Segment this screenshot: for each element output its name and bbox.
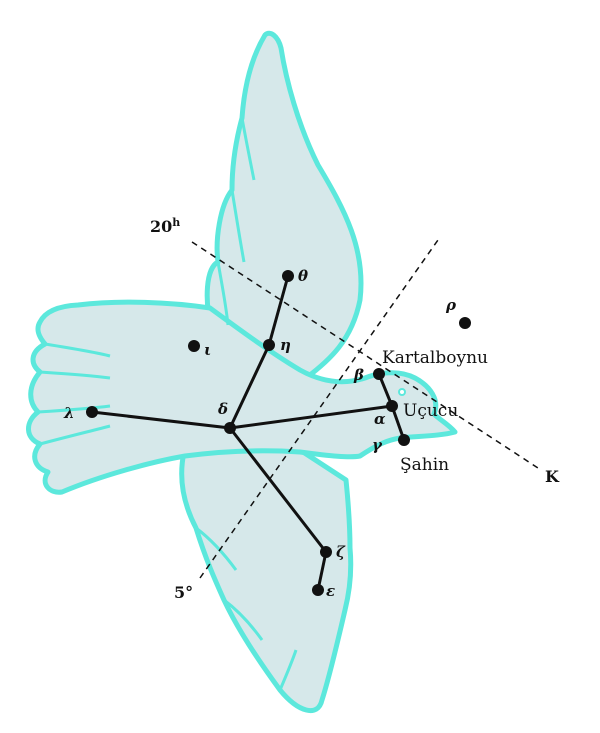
greek-gamma: γ <box>372 436 383 454</box>
star-theta <box>282 270 294 282</box>
greek-delta: δ <box>217 400 228 418</box>
greek-zeta: ζ <box>336 543 346 561</box>
star-alpha <box>386 400 398 412</box>
greek-alpha: α <box>374 410 386 428</box>
greek-eta: η <box>280 336 291 354</box>
upper-wing <box>204 30 364 381</box>
line-delta-alpha <box>228 404 394 430</box>
greek-theta: θ <box>298 267 308 285</box>
eagle-eye <box>398 388 406 396</box>
line-delta-zeta <box>228 426 328 554</box>
line-lambda-delta <box>90 410 232 430</box>
greek-rho: ρ <box>445 296 457 314</box>
tail-feathers <box>37 342 111 446</box>
greek-beta: β <box>353 366 364 384</box>
star-name-alpha: Uçucu <box>403 401 458 421</box>
star-zeta <box>320 546 332 558</box>
dec-label: 5° <box>174 583 193 602</box>
greek-lambda: λ <box>63 404 75 422</box>
ra-20h-line <box>191 241 539 469</box>
star-name-beta: Kartalboynu <box>382 348 488 368</box>
star-rho <box>459 317 471 329</box>
greek-iota: ι <box>204 341 211 359</box>
star-iota <box>188 340 200 352</box>
ra-label: 20h <box>150 216 180 236</box>
line-eta-theta <box>267 274 290 347</box>
k-label: K <box>545 467 560 486</box>
star-epsilon <box>312 584 324 596</box>
lower-wing <box>179 447 354 713</box>
dec-5deg-line <box>199 239 439 579</box>
lower-wing-feathers <box>195 526 298 691</box>
line-alpha-gamma <box>390 404 406 442</box>
ra-label-value: 20 <box>150 217 172 236</box>
greek-epsilon: ε <box>326 582 335 600</box>
stars <box>86 270 471 596</box>
star-delta <box>224 422 236 434</box>
eagle-silhouette <box>26 30 458 713</box>
star-eta <box>263 339 275 351</box>
star-name-gamma: Şahin <box>400 455 449 475</box>
upper-wing-feathers <box>216 117 256 326</box>
body-and-tail <box>26 299 458 495</box>
star-gamma <box>398 434 410 446</box>
star-lambda <box>86 406 98 418</box>
line-delta-eta <box>228 343 271 430</box>
line-zeta-epsilon <box>316 550 328 592</box>
ra-label-unit: h <box>172 216 180 229</box>
star-beta <box>373 368 385 380</box>
